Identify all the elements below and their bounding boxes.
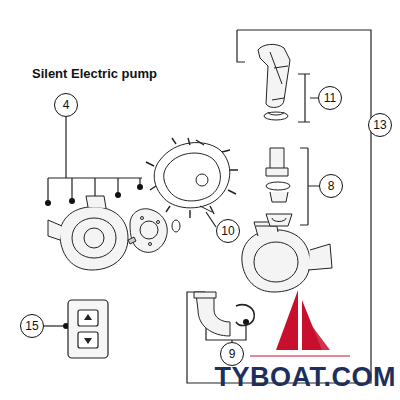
callout-number: 15: [25, 320, 38, 332]
callout-number: 4: [63, 99, 70, 111]
callout-number: 9: [229, 348, 236, 360]
callout-circle: 13: [368, 113, 392, 137]
callout-circle: 11: [318, 86, 342, 110]
callout-circle: 10: [216, 219, 240, 243]
watermark: TYBOAT.COM: [215, 362, 397, 393]
diagram-title: Silent Electric pump: [32, 66, 157, 81]
callout-number: 10: [221, 225, 234, 237]
callout-number: 11: [324, 92, 336, 104]
callout-number: 8: [328, 180, 335, 192]
callout-number: 13: [373, 119, 386, 131]
callout-circle: 4: [54, 93, 78, 117]
callout-circle: 8: [319, 174, 343, 198]
callout-circle: 15: [20, 314, 44, 338]
